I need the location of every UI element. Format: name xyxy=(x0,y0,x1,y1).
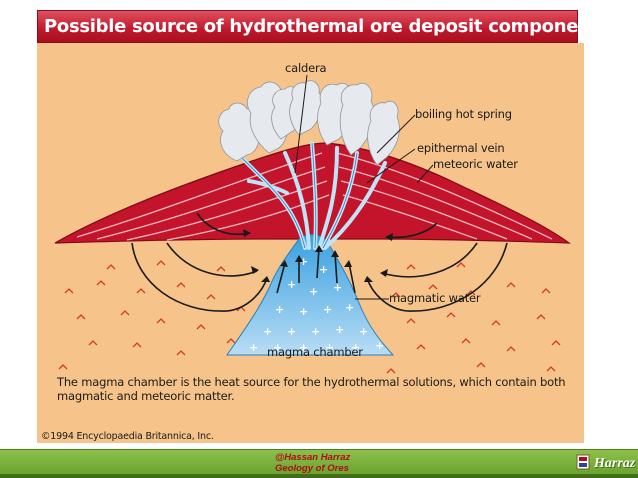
diagram-illustration: +++ +++ +++ +++ +++ +++ ++ xyxy=(54,74,571,374)
svg-text:+: + xyxy=(309,285,318,298)
logo-wordmark: Harraz xyxy=(594,456,636,471)
svg-text:+: + xyxy=(275,303,284,316)
hydrothermal-diagram: +++ +++ +++ +++ +++ +++ ++ xyxy=(37,43,584,443)
footer-subject: Geology of Ores xyxy=(275,463,349,474)
svg-text:+: + xyxy=(273,341,282,354)
svg-text:+: + xyxy=(287,325,296,338)
harraz-logo: Harraz xyxy=(574,448,638,478)
svg-text:+: + xyxy=(299,305,308,318)
label-meteoric-water: meteoric water xyxy=(433,157,518,171)
svg-text:+: + xyxy=(375,339,384,352)
label-magma-chamber: magma chamber xyxy=(267,345,363,359)
svg-text:+: + xyxy=(333,281,342,294)
label-boiling-hot-spring: boiling hot spring xyxy=(415,107,512,121)
svg-text:+: + xyxy=(325,341,334,354)
crest-icon xyxy=(576,454,590,470)
footer-bar xyxy=(0,449,638,475)
svg-text:+: + xyxy=(323,303,332,316)
arrow-heads xyxy=(243,229,393,282)
svg-text:+: + xyxy=(299,255,308,268)
svg-text:+: + xyxy=(319,263,328,276)
footer-divider xyxy=(0,474,638,478)
svg-text:+: + xyxy=(249,341,258,354)
svg-text:+: + xyxy=(351,341,360,354)
figure-copyright: ©1994 Encyclopaedia Britannica, Inc. xyxy=(41,431,214,442)
svg-text:+: + xyxy=(359,325,368,338)
figure-caption: The magma chamber is the heat source for… xyxy=(57,375,566,403)
slide-title-bar: Possible source of hydrothermal ore depo… xyxy=(37,10,599,43)
magma-plus-pattern: +++ +++ +++ +++ +++ +++ ++ xyxy=(249,255,384,354)
svg-text:+: + xyxy=(335,323,344,336)
footer-author: @Hassan Harraz xyxy=(275,452,351,463)
slide-title: Possible source of hydrothermal ore depo… xyxy=(44,16,599,37)
svg-text:+: + xyxy=(287,278,296,291)
volcano-strata xyxy=(54,142,571,244)
label-caldera: caldera xyxy=(285,61,327,75)
label-magmatic-water: magmatic water xyxy=(389,291,481,305)
label-epithermal-vein: epithermal vein xyxy=(417,141,505,155)
svg-text:+: + xyxy=(345,301,354,314)
svg-text:+: + xyxy=(311,325,320,338)
country-rock-pattern xyxy=(58,260,561,374)
circulation-arrows xyxy=(131,212,508,312)
steam-plumes xyxy=(218,80,400,166)
leader-lines xyxy=(294,74,434,300)
svg-text:+: + xyxy=(263,325,272,338)
svg-text:+: + xyxy=(299,341,308,354)
